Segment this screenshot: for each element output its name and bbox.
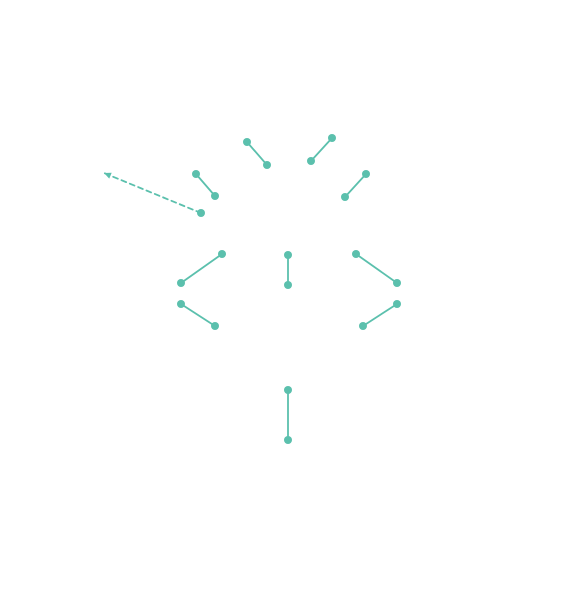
segment-dashed-arrow xyxy=(103,172,205,217)
segment-upper-right-line xyxy=(344,173,367,198)
segment-upper-left-line xyxy=(195,173,216,197)
segment-top-right-line xyxy=(310,137,333,162)
segment-center-long-end-dot xyxy=(284,436,292,444)
segment-dashed-arrow-arrowhead xyxy=(104,172,112,179)
segment-mid-left-a-end-dot xyxy=(177,279,185,287)
segment-upper-right-start-dot xyxy=(362,170,370,178)
segment-center-long xyxy=(284,386,292,444)
segment-mid-left-a-start-dot xyxy=(218,250,226,258)
segment-mid-right-b xyxy=(359,300,401,330)
segment-mid-left-b-end-dot xyxy=(211,322,219,330)
segment-upper-left-start-dot xyxy=(192,170,200,178)
segment-top-left-start-dot xyxy=(243,138,251,146)
segment-upper-right-end-dot xyxy=(341,193,349,201)
segment-mid-left-a xyxy=(177,250,226,287)
segment-center-short-start-dot xyxy=(284,251,292,259)
segment-mid-right-a xyxy=(352,250,401,287)
segment-top-right xyxy=(307,134,336,165)
segment-center-long-start-dot xyxy=(284,386,292,394)
segment-mid-left-b-line xyxy=(180,303,216,327)
segment-dashed-arrow-line xyxy=(103,172,202,214)
segment-top-right-end-dot xyxy=(307,157,315,165)
segment-mid-right-a-end-dot xyxy=(393,279,401,287)
segment-top-left-line xyxy=(246,141,268,166)
segment-mid-right-a-line xyxy=(355,253,398,284)
segment-mid-right-a-start-dot xyxy=(352,250,360,258)
segment-top-right-start-dot xyxy=(328,134,336,142)
segment-top-left-end-dot xyxy=(263,161,271,169)
segment-mid-left-a-line xyxy=(180,253,223,284)
segment-mid-right-b-line xyxy=(362,303,398,327)
segment-center-short-end-dot xyxy=(284,281,292,289)
segment-dashed-arrow-start-dot xyxy=(197,209,205,217)
segment-mid-left-b xyxy=(177,300,219,330)
segment-upper-right xyxy=(341,170,370,201)
segments-layer xyxy=(103,134,401,444)
segment-center-short xyxy=(284,251,292,289)
segment-mid-right-b-end-dot xyxy=(359,322,367,330)
segment-mid-right-b-start-dot xyxy=(393,300,401,308)
segment-top-left xyxy=(243,138,271,169)
segment-upper-left xyxy=(192,170,219,200)
segment-mid-left-b-start-dot xyxy=(177,300,185,308)
segment-upper-left-end-dot xyxy=(211,192,219,200)
